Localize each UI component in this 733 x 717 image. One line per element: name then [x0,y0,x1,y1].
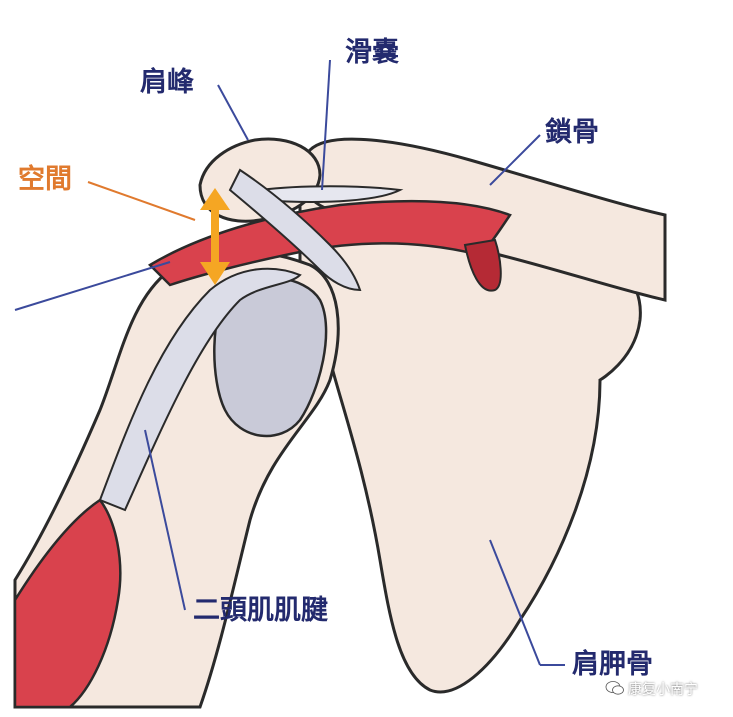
biceps-tendon-leader [144,429,186,611]
joint-cartilage [213,276,328,438]
space-leader [87,181,196,221]
muscle-notch [463,238,502,292]
muscle-leader [14,261,171,311]
coracoacromial-ligament [228,168,362,292]
label-space: 空間 [18,164,72,195]
acromion-leader [217,84,249,141]
label-acromion: 肩峰 [140,67,194,98]
biceps-muscle [13,498,122,709]
clavicle-leader [489,134,541,186]
bursa-sac [259,185,404,203]
label-clavicle: 鎖骨 [545,117,599,148]
bursa-leader [321,59,331,191]
scapula-leader [489,539,541,666]
space-double-arrow [200,188,230,285]
label-biceps-tendon: 二頭肌肌腱 [193,595,328,626]
watermark-text: 康复小南宁 [628,682,698,698]
label-scapula: 肩胛骨 [572,649,653,680]
label-bursa: 滑嚢 [345,37,399,68]
wechat-icon [605,681,624,695]
